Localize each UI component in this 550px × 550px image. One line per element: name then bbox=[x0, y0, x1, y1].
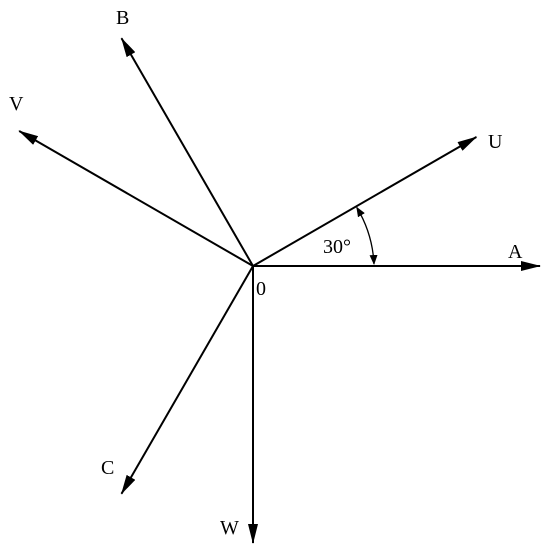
axis-a-label: A bbox=[508, 241, 523, 263]
axis-c-arrow bbox=[120, 265, 254, 495]
axis-u-label: U bbox=[488, 131, 503, 153]
axis-b-label: B bbox=[116, 7, 129, 29]
angle-arc bbox=[356, 206, 378, 265]
axes-group bbox=[18, 37, 541, 544]
axis-v-label: V bbox=[9, 93, 24, 115]
labels-group: A U B V C W 0 30° bbox=[9, 7, 523, 539]
angle-label: 30° bbox=[323, 236, 351, 258]
origin-label: 0 bbox=[256, 278, 266, 300]
axis-w-label: W bbox=[220, 517, 239, 539]
axis-c-label: C bbox=[101, 457, 114, 479]
axis-u-arrow bbox=[252, 136, 478, 267]
axis-b-arrow bbox=[120, 37, 254, 267]
axis-v-arrow bbox=[18, 130, 254, 267]
